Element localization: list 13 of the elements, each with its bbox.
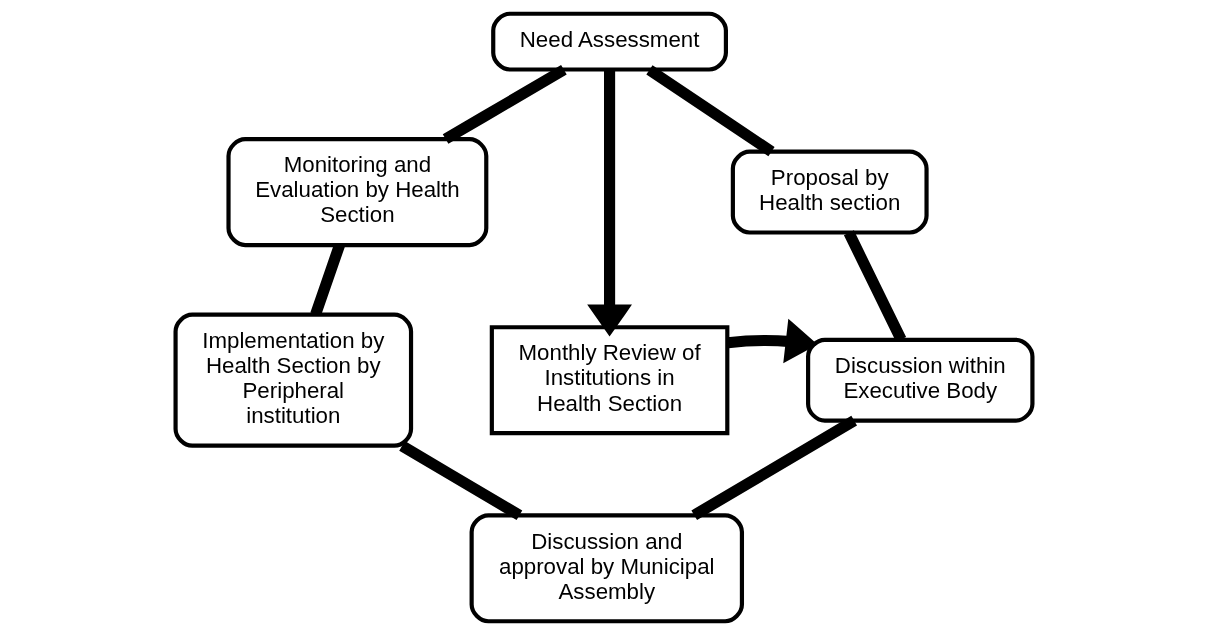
arrow xyxy=(586,69,632,337)
node-box: Discussion and approval by Municipal Assembly xyxy=(469,513,744,624)
connector xyxy=(645,65,775,157)
node-box: Monitoring and Evaluation by Health Section xyxy=(225,137,488,248)
node-box: Monthly Review of Institutions in Health Section xyxy=(489,325,729,436)
arrow xyxy=(726,318,818,364)
connector xyxy=(398,441,522,521)
node-box: Need Assessment xyxy=(490,11,728,72)
node-box: Proposal by Health section xyxy=(730,149,929,235)
connector xyxy=(442,64,567,144)
node-box: Implementation by Health Section by Peripheral institution xyxy=(173,312,413,448)
node-box: Discussion within Executive Body xyxy=(805,337,1034,423)
connector xyxy=(690,415,857,520)
